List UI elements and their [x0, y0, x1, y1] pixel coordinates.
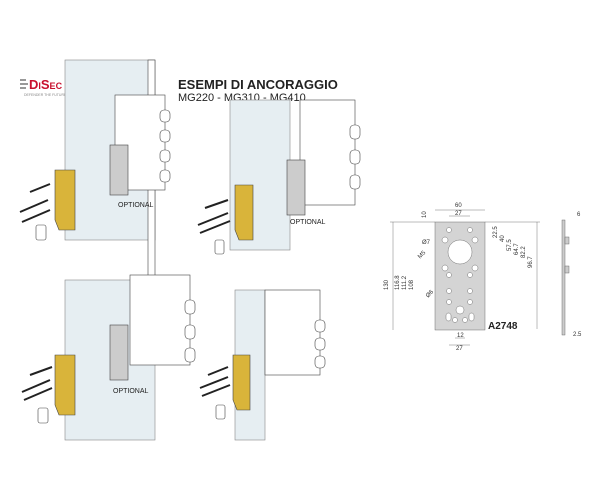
dim-h-108: 108: [409, 279, 415, 290]
optional-label-1: OPTIONAL: [118, 202, 154, 209]
gold-guard: [54, 169, 76, 231]
dim-22-5: 22.5: [493, 226, 499, 238]
dimension-labels: 60 27 10 Ø7 M5 Ø6 130 116.8 111.2 108 22…: [384, 203, 582, 352]
dim-2-5: 2.5: [573, 332, 582, 338]
disec-logo: DiSec DEFENDER THE FUTURE: [20, 77, 82, 104]
part-code: A2748: [488, 321, 518, 332]
dim-40: 40: [500, 235, 506, 242]
page-title: ESEMPI DI ANCORAGGIO: [178, 77, 338, 92]
gold-guard: [54, 354, 76, 416]
dim-96-7: 96.7: [528, 256, 534, 268]
brand-tagline: DEFENDER THE FUTURE: [24, 93, 67, 97]
side-view: [561, 219, 566, 336]
anchor-plate: [286, 159, 306, 216]
dim-hole-7: Ø7: [422, 240, 431, 246]
lock-body: [264, 289, 321, 376]
example-2: [197, 99, 361, 255]
dim-64-7: 64.7: [514, 243, 520, 255]
dim-27-bottom: 27: [456, 346, 463, 352]
dim-hole-6: Ø6: [425, 289, 435, 299]
dim-h-116: 116.8: [395, 275, 401, 290]
dim-6: 6: [577, 212, 581, 218]
anchor-plate: [109, 324, 129, 381]
dim-82-2: 82.2: [521, 246, 527, 258]
dim-h-111: 111.2: [402, 275, 408, 290]
optional-label-3: OPTIONAL: [113, 388, 149, 395]
example-4: [199, 289, 326, 441]
lock-body: [299, 99, 356, 206]
anchor-plate: [109, 144, 129, 196]
technical-drawing: [390, 209, 570, 346]
gold-guard: [234, 184, 254, 241]
example-1: [19, 59, 171, 281]
dim-12: 12: [457, 333, 464, 339]
brand-name: DiSec: [29, 77, 63, 92]
cylinder-cap: [35, 224, 47, 241]
dim-top-offset: 10: [422, 211, 428, 218]
optional-label-2: OPTIONAL: [290, 219, 326, 226]
gold-guard: [232, 354, 251, 411]
example-3: [21, 274, 196, 441]
dim-top-spacing: 27: [455, 211, 462, 217]
dim-h-130: 130: [384, 279, 390, 290]
dim-thread: M5: [417, 250, 428, 261]
dim-width: 60: [455, 203, 462, 209]
cylinder-hole: [447, 239, 473, 265]
dim-57-5: 57.5: [507, 239, 513, 251]
lock-body: [129, 274, 191, 366]
